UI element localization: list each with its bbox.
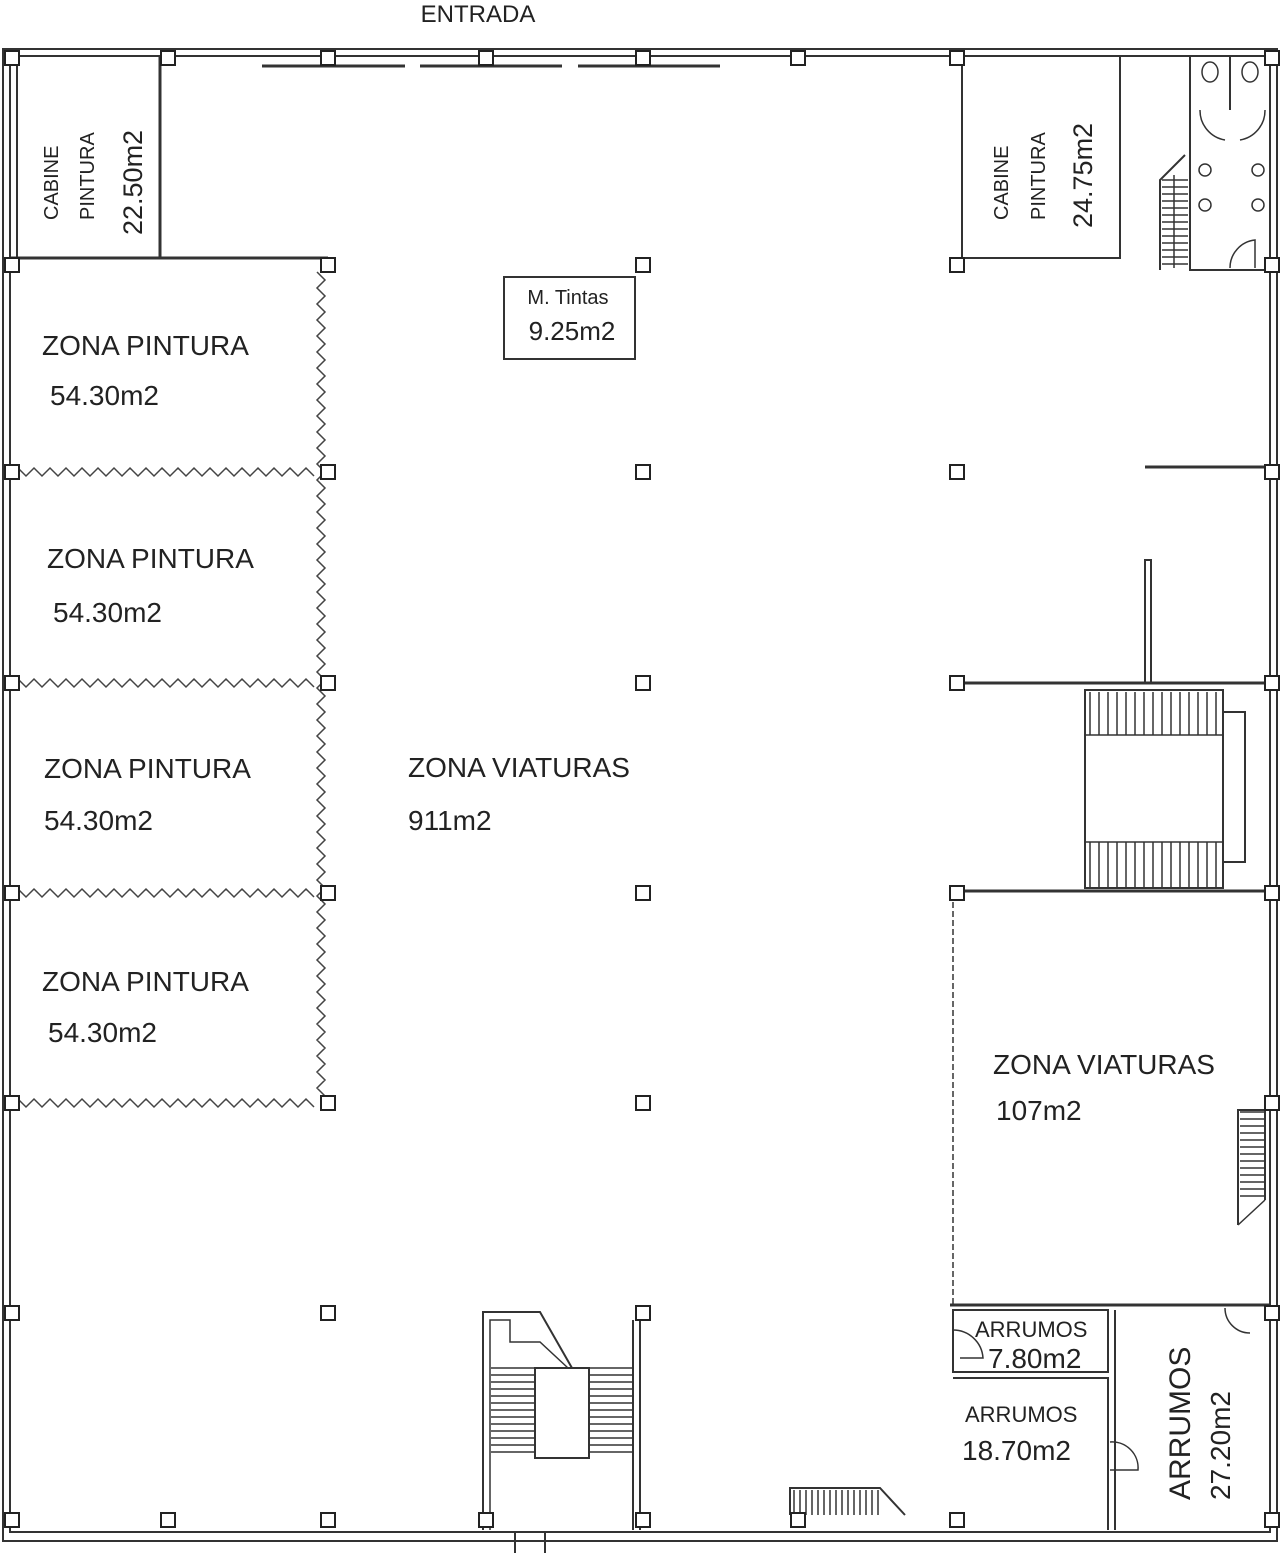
svg-text:ZONA PINTURA: ZONA PINTURA [42, 330, 249, 361]
column [1264, 50, 1280, 66]
svg-text:ZONA VIATURAS: ZONA VIATURAS [408, 752, 630, 783]
column [1264, 1305, 1280, 1321]
room-cabine-left: CABINE PINTURA 22.50m2 [10, 56, 328, 260]
column [160, 50, 176, 66]
column [635, 1305, 651, 1321]
column [949, 464, 965, 480]
svg-text:PINTURA: PINTURA [77, 132, 99, 220]
svg-text:ARRUMOS: ARRUMOS [975, 1317, 1087, 1342]
column [320, 1305, 336, 1321]
wc-block [1159, 55, 1271, 271]
column [790, 50, 806, 66]
room-arrumos-mid: ARRUMOS 18.70m2 [953, 1377, 1139, 1530]
svg-text:911m2: 911m2 [408, 805, 492, 836]
column [4, 885, 20, 901]
column [635, 464, 651, 480]
column [4, 1512, 20, 1528]
svg-text:54.30m2: 54.30m2 [50, 380, 159, 411]
entrance-label: ENTRADA [421, 1, 536, 28]
svg-text:54.30m2: 54.30m2 [44, 805, 153, 836]
structural-columns [4, 50, 1280, 1528]
svg-text:ARRUMOS: ARRUMOS [1164, 1347, 1197, 1500]
column [4, 50, 20, 66]
svg-text:9.25m2: 9.25m2 [529, 316, 616, 346]
zone-pintura-4: ZONA PINTURA 54.30m2 [42, 966, 249, 1048]
column [4, 1095, 20, 1111]
column [635, 885, 651, 901]
svg-text:54.30m2: 54.30m2 [53, 597, 162, 628]
column [4, 464, 20, 480]
zone-pintura-2: ZONA PINTURA 54.30m2 [47, 543, 254, 628]
stair-right [1085, 692, 1223, 888]
svg-text:ZONA VIATURAS: ZONA VIATURAS [993, 1049, 1215, 1080]
column [320, 675, 336, 691]
column [949, 1512, 965, 1528]
zone-pintura-3: ZONA PINTURA 54.30m2 [44, 753, 251, 836]
column [790, 1512, 806, 1528]
svg-text:CABINE: CABINE [991, 146, 1013, 220]
svg-text:27.20m2: 27.20m2 [1205, 1391, 1236, 1500]
column [635, 1095, 651, 1111]
column [160, 1512, 176, 1528]
svg-text:ZONA PINTURA: ZONA PINTURA [42, 966, 249, 997]
column [1264, 464, 1280, 480]
column [635, 257, 651, 273]
zone-pintura-1: ZONA PINTURA 54.30m2 [42, 330, 249, 411]
column [635, 1512, 651, 1528]
column [4, 675, 20, 691]
column [320, 257, 336, 273]
svg-text:CABINE: CABINE [41, 146, 63, 220]
zone-viaturas-right: ZONA VIATURAS 107m2 [993, 1049, 1215, 1126]
svg-text:24.75m2: 24.75m2 [1068, 123, 1098, 228]
svg-text:22.50m2: 22.50m2 [118, 130, 148, 235]
column [1264, 257, 1280, 273]
column [4, 1305, 20, 1321]
column [949, 885, 965, 901]
column [635, 50, 651, 66]
column [1264, 1095, 1280, 1111]
stair-right-small [1237, 1109, 1266, 1226]
room-cabine-right: CABINE PINTURA 24.75m2 [961, 56, 1121, 259]
column [949, 675, 965, 691]
column [320, 50, 336, 66]
stair-wc [1159, 154, 1188, 270]
svg-text:54.30m2: 54.30m2 [48, 1017, 157, 1048]
zone-viaturas-main: ZONA VIATURAS 911m2 [408, 752, 630, 836]
column [1264, 1512, 1280, 1528]
column [4, 257, 20, 273]
stair-bottom [482, 1311, 641, 1530]
column [320, 464, 336, 480]
column [320, 1512, 336, 1528]
svg-text:107m2: 107m2 [996, 1095, 1082, 1126]
column [478, 50, 494, 66]
room-tintas: M. Tintas 9.25m2 [503, 276, 636, 360]
column [949, 50, 965, 66]
svg-text:PINTURA: PINTURA [1028, 132, 1050, 220]
room-arrumos-large: ARRUMOS 27.20m2 [1114, 1307, 1251, 1530]
svg-text:ARRUMOS: ARRUMOS [965, 1402, 1077, 1427]
column [635, 675, 651, 691]
svg-text:ZONA PINTURA: ZONA PINTURA [44, 753, 251, 784]
column [478, 1512, 494, 1528]
right-walls [950, 465, 1270, 1307]
svg-text:M. Tintas: M. Tintas [527, 287, 608, 309]
svg-text:18.70m2: 18.70m2 [962, 1435, 1071, 1466]
column [949, 257, 965, 273]
room-arrumos-small: ARRUMOS 7.80m2 [952, 1309, 1109, 1374]
svg-text:ZONA PINTURA: ZONA PINTURA [47, 543, 254, 574]
column [1264, 675, 1280, 691]
column [320, 885, 336, 901]
column [320, 1095, 336, 1111]
column [1264, 885, 1280, 901]
svg-text:7.80m2: 7.80m2 [988, 1343, 1081, 1374]
stair-bottom-small [789, 1487, 906, 1516]
